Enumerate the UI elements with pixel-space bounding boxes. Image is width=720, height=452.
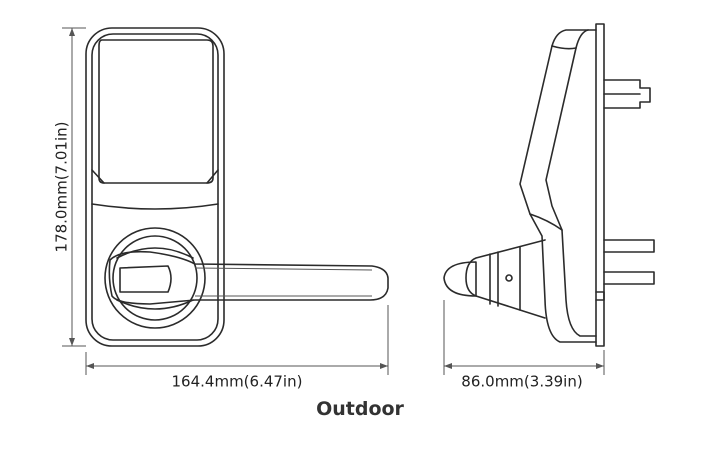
- small-pin: [595, 291, 605, 301]
- lower-tailpiece: [603, 271, 655, 285]
- width-dimension: 164.4mm(6.47in): [85, 305, 389, 391]
- handle-rose-inner: [112, 235, 198, 321]
- lever-hub: [119, 265, 172, 293]
- mounting-plate: [595, 23, 605, 347]
- height-dimension: 178.0mm(7.01in): [53, 27, 86, 347]
- lever-contour: [194, 267, 373, 297]
- depth-dimension: 86.0mm(3.39in): [443, 300, 605, 391]
- keypad-screen: [98, 39, 214, 184]
- cone-pin: [505, 274, 513, 282]
- cone-rings: [489, 246, 521, 311]
- screen-bezel-edges: [91, 169, 219, 184]
- front-body-outline: [85, 27, 225, 347]
- handle-rose: [104, 227, 206, 329]
- front-view: [85, 27, 389, 347]
- rose-contours: [116, 247, 194, 310]
- lever-handle: [108, 250, 389, 305]
- view-caption: Outdoor: [316, 398, 404, 420]
- lever-end-view: [443, 261, 477, 297]
- depth-label: 86.0mm(3.39in): [461, 373, 582, 391]
- top-tailpiece: [603, 79, 651, 109]
- width-label: 164.4mm(6.47in): [172, 373, 303, 391]
- side-body-inner: [545, 29, 597, 337]
- handle-cone: [465, 239, 546, 319]
- front-body-inner-outline: [91, 33, 219, 341]
- middle-tailpiece: [603, 239, 655, 253]
- side-body-profile: [519, 29, 597, 343]
- side-contours: [529, 45, 577, 231]
- height-label: 178.0mm(7.01in): [53, 122, 71, 253]
- body-divider: [91, 203, 219, 210]
- side-view: [443, 23, 655, 347]
